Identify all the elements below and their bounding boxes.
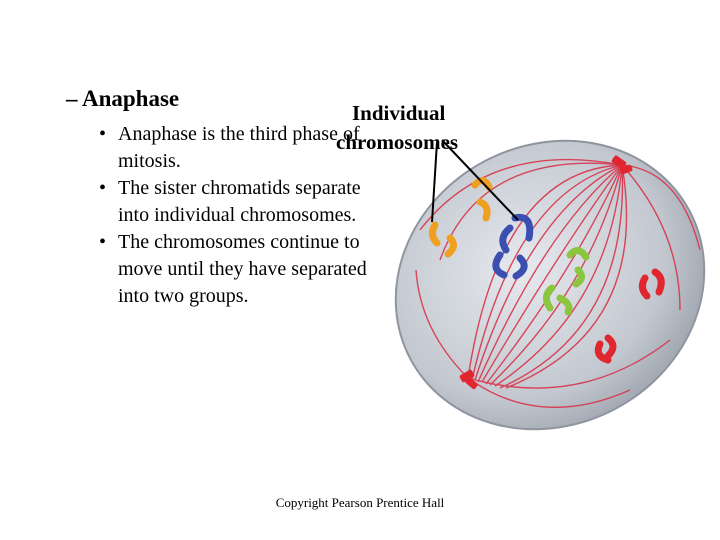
chromosome-green (543, 247, 590, 316)
bullet-text: The chromosomes continue to move until t… (118, 231, 367, 307)
copyright-notice: Copyright Pearson Prentice Hall (0, 495, 720, 511)
bullet-item: • The chromosomes continue to move until … (96, 229, 386, 310)
bullet-glyph: • (99, 231, 107, 253)
centriole-top (611, 155, 633, 175)
bullet-glyph: • (99, 177, 107, 199)
figure-label-line1: Individual (352, 101, 446, 125)
bullet-text: The sister chromatids separate into indi… (118, 177, 361, 226)
bullet-list: • Anaphase is the third phase of mitosis.… (96, 121, 386, 310)
heading-dash: – (66, 86, 78, 111)
label-pointer-lines (431, 139, 519, 223)
copyright-text: Copyright Pearson Prentice Hall (275, 495, 445, 510)
bullet-item: • The sister chromatids separate into ind… (96, 175, 386, 229)
centriole-bottom (459, 369, 478, 390)
figure-label-line2: chromosomes (336, 130, 459, 154)
bullet-item: • Anaphase is the third phase of mitosis. (96, 121, 386, 175)
bullet-glyph: • (99, 123, 107, 145)
chromosome-red (594, 268, 665, 364)
bullet-text: Anaphase is the third phase of mitosis. (118, 123, 360, 172)
slide-heading: – Anaphase (66, 86, 179, 112)
anaphase-cell-illustration (394, 139, 706, 431)
spindle-fibers (415, 158, 701, 409)
cell-body (394, 139, 706, 431)
chromosome-orange (428, 177, 493, 258)
chromosome-blue (492, 213, 534, 280)
heading-text: Anaphase (81, 86, 180, 111)
